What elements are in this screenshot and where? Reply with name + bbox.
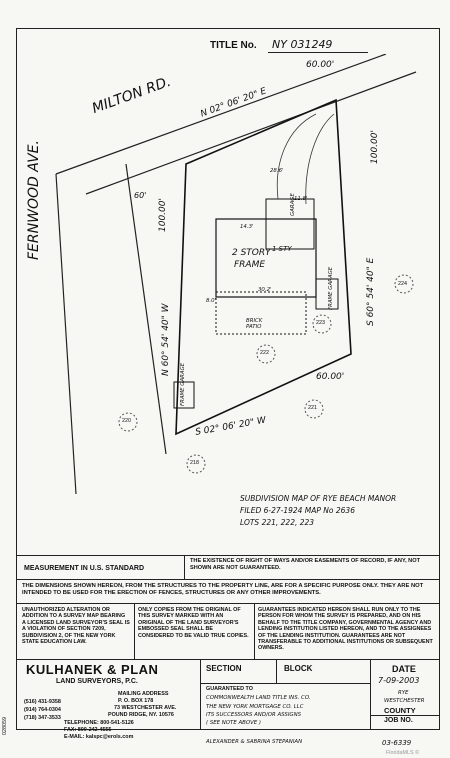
guaranteed-label: GUARANTEED TO: [206, 686, 253, 692]
guaranteed-line-4: ( SEE NOTE ABOVE ): [206, 720, 261, 726]
driveway-line-2: [305, 113, 335, 205]
fernwood-label: FERNWOOD AVE.: [26, 140, 42, 260]
guaranteed-line-2: THE NEW YORK MORTGAGE CO. LLC: [206, 704, 304, 710]
fernwood-line-2: [125, 163, 167, 455]
mailing-label: MAILING ADDRESS: [118, 691, 169, 697]
section-row-line: [200, 683, 370, 684]
measurement-divider: [184, 555, 185, 579]
bearing-left: N 60° 54' 40" W: [161, 303, 171, 376]
guaranteed-line-5: ALEXANDER & SABRINA STEPANIAN: [206, 739, 303, 745]
mailing-1: P. O. BOX 178: [118, 698, 154, 704]
subdivision-line-2: FILED 6-27-1924 MAP No 2636: [240, 506, 355, 515]
milton-rd-line-2: [85, 71, 417, 195]
lot-circle-218: [186, 454, 206, 474]
section-label: SECTION: [206, 664, 242, 673]
title-underline: [268, 52, 368, 53]
dist-right: 100.00': [370, 130, 380, 164]
guaranteed-line-1: COMMONWEALTH LAND TITLE INS. CO.: [206, 695, 311, 701]
story-label: 1 STY: [272, 245, 292, 253]
lot-num-221: 221: [308, 405, 317, 411]
guaranteed-line-3: ITS SUCCESSORS AND/OR ASSIGNS: [206, 712, 302, 718]
house-label-2: FRAME: [234, 260, 266, 270]
company-divider: [200, 659, 201, 730]
unauthorized-note: UNAUTHORIZED ALTERATION OR ADDITION TO A…: [22, 607, 130, 646]
dim-30-2: 30.2': [258, 287, 272, 293]
frame-garage-left: FRAME GARAGE: [180, 362, 186, 406]
block-label: BLOCK: [284, 664, 313, 673]
lot-circle-224: [394, 274, 414, 294]
phone-1: (516) 431-9358: [24, 699, 61, 705]
subdivision-line-1: SUBDIVISION MAP OF RYE BEACH MANOR: [240, 494, 397, 503]
company-name: KULHANEK & PLAN: [26, 662, 159, 677]
dist-top: 60.00': [306, 60, 335, 70]
mailing-3: POUND RIDGE, NY. 10576: [108, 712, 174, 718]
patio-label: BRICK PATIO: [246, 318, 263, 331]
location-2: WESTCHESTER: [384, 698, 425, 704]
garage-right: [315, 278, 339, 310]
dist-left: 100.00': [158, 198, 168, 232]
lot-circle-222: [256, 344, 276, 364]
dist-bottom: 60.00': [316, 372, 345, 382]
dim-14-3: 14.3': [240, 224, 254, 230]
dimensions-note: THE DIMENSIONS SHOWN HEREON, FROM THE ST…: [22, 583, 424, 596]
lot-circle-220: [118, 412, 138, 432]
lot-num-224: 224: [398, 281, 407, 287]
survey-frame: [16, 28, 440, 730]
patio-outline: [215, 291, 307, 335]
dim-11-8: 11.8': [294, 196, 308, 202]
block-divider: [370, 659, 371, 730]
date-label: DATE: [392, 664, 416, 674]
phone-3: (718) 347-3533: [24, 715, 61, 721]
job-value: 03-6339: [382, 739, 412, 747]
date-value: 7-09-2003: [378, 676, 420, 685]
county-line: [370, 715, 440, 716]
notes-line-4: [16, 659, 440, 660]
location-1: RYE: [398, 690, 409, 696]
section-divider: [276, 659, 277, 683]
email: E-MAIL: kalspc@erols.com: [64, 734, 134, 740]
milton-rd-line-1: [55, 54, 387, 175]
measurement-label: MEASUREMENT IN U.S. STANDARD: [24, 565, 145, 572]
copies-note: ONLY COPIES FROM THE ORIGINAL OF THIS SU…: [138, 607, 249, 639]
lot-num-223: 223: [316, 320, 325, 326]
garage-left: [173, 381, 195, 409]
subdivision-line-3: LOTS 221, 222, 223: [240, 518, 315, 527]
fernwood-line-1: [55, 173, 77, 494]
existence-note: THE EXISTENCE OF RIGHT OF WAYS AND/OR EA…: [190, 558, 420, 571]
title-value: NY 031249: [272, 38, 333, 51]
garage-outline: [265, 198, 315, 250]
lot-num-218: 218: [190, 460, 199, 466]
notes-top-line: [16, 555, 440, 556]
lot-num-220: 220: [122, 418, 131, 424]
copies-divider-left: [134, 603, 135, 659]
telephone: TELEPHONE: 800-541-5126: [64, 720, 134, 726]
notes-line-3: [16, 603, 440, 604]
copies-divider-right: [254, 603, 255, 659]
dim-28-6: 28.6': [270, 168, 284, 174]
dim-8-0: 8.0': [206, 298, 217, 304]
job-label: JOB NO.: [384, 717, 413, 724]
lot-circle-221: [304, 399, 324, 419]
company-subtitle: LAND SURVEYORS, P.C.: [56, 678, 138, 685]
lot-num-222: 222: [260, 350, 269, 356]
property-plot: [55, 54, 417, 494]
lot-boundary: [175, 98, 352, 436]
fax: FAX: 800-242-4555: [64, 727, 112, 733]
phone-2: (914) 764-0304: [24, 707, 61, 713]
frame-garage-right: FRAME GARAGE: [328, 266, 334, 310]
title-label: TITLE No.: [210, 40, 257, 51]
bearing-right: S 60° 54' 40" E: [366, 257, 376, 326]
side-stamp: 028059: [2, 717, 8, 735]
mailing-2: 73 WESTCHESTER AVE.: [114, 705, 177, 711]
watermark: FloridaMLS ©: [386, 750, 420, 756]
guarantees-note: GUARANTEES INDICATED HEREON SHALL RUN ON…: [258, 607, 433, 652]
corner-60: 60': [134, 191, 147, 200]
lot-circle-223: [312, 314, 332, 334]
county-label: COUNTY: [384, 706, 416, 715]
notes-line-2: [16, 579, 440, 580]
driveway-line-1: [276, 113, 317, 200]
house-label-1: 2 STORY: [232, 248, 271, 258]
